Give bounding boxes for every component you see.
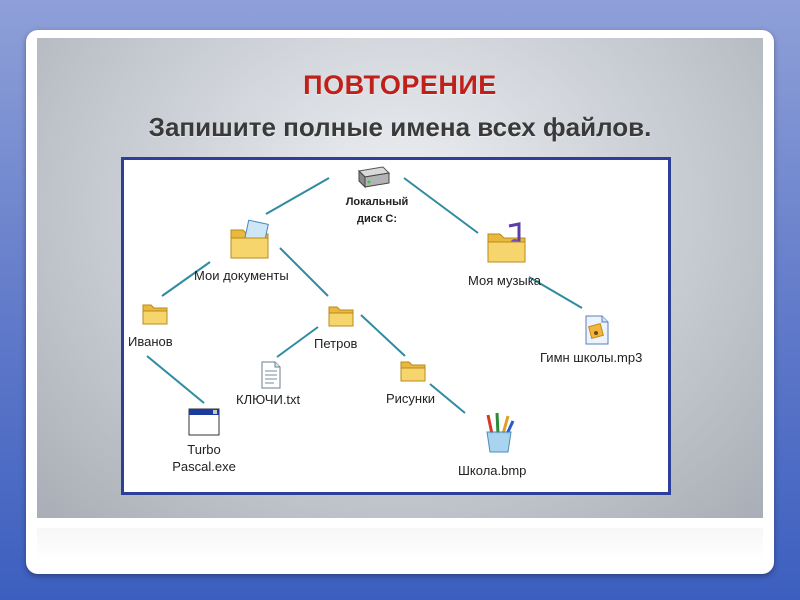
node-petrov[interactable]: Петров xyxy=(314,336,358,351)
documents-folder-icon[interactable] xyxy=(228,218,272,262)
folder-icon[interactable] xyxy=(327,302,355,328)
edge-ivanov-turbo xyxy=(146,355,205,404)
bottom-strip xyxy=(37,528,763,562)
node-ivanov[interactable]: Иванов xyxy=(128,334,173,349)
paint-brushes-icon[interactable] xyxy=(482,412,516,454)
node-school-bmp[interactable]: Школа.bmp xyxy=(458,463,527,478)
edge-petrov-pictures xyxy=(360,314,406,357)
node-turbo-pascal-line1: Turbo xyxy=(187,442,221,457)
edge-petrov-keys xyxy=(276,326,319,358)
node-keys-txt[interactable]: КЛЮЧИ.txt xyxy=(236,392,301,407)
edge-pictures-school xyxy=(429,383,466,414)
slide-subtitle: Запишите полные имена всех файлов. xyxy=(148,112,652,142)
node-turbo-pascal-exe[interactable]: Turbo Pascal.exe xyxy=(168,441,240,475)
node-local-disk[interactable]: Локальный диск С: xyxy=(332,194,422,228)
node-local-disk-line1: Локальный xyxy=(345,196,409,208)
node-turbo-pascal-line2: Pascal.exe xyxy=(172,459,236,474)
slide-title: ПОВТОРЕНИЕ xyxy=(303,70,497,100)
file-tree-diagram xyxy=(121,157,671,495)
application-window-icon[interactable] xyxy=(188,408,220,436)
music-folder-icon[interactable] xyxy=(485,222,529,266)
node-local-disk-line2: диск С: xyxy=(356,213,398,225)
folder-icon[interactable] xyxy=(141,300,169,326)
hard-drive-icon[interactable] xyxy=(355,163,391,191)
node-my-documents[interactable]: Мои документы xyxy=(194,268,289,283)
text-file-icon[interactable] xyxy=(260,360,282,390)
edge-mydocs-petrov xyxy=(279,247,329,297)
edge-root-music xyxy=(403,177,479,234)
node-pictures[interactable]: Рисунки xyxy=(386,391,436,406)
node-my-music[interactable]: Моя музыка xyxy=(468,273,541,288)
edge-mydocs-ivanov xyxy=(161,261,211,297)
edge-root-mydocs xyxy=(265,177,330,215)
node-anthem-mp3[interactable]: Гимн школы.mp3 xyxy=(540,350,643,365)
audio-file-icon[interactable] xyxy=(584,314,610,346)
edge-music-anthem xyxy=(528,276,583,309)
folder-icon[interactable] xyxy=(399,357,427,383)
